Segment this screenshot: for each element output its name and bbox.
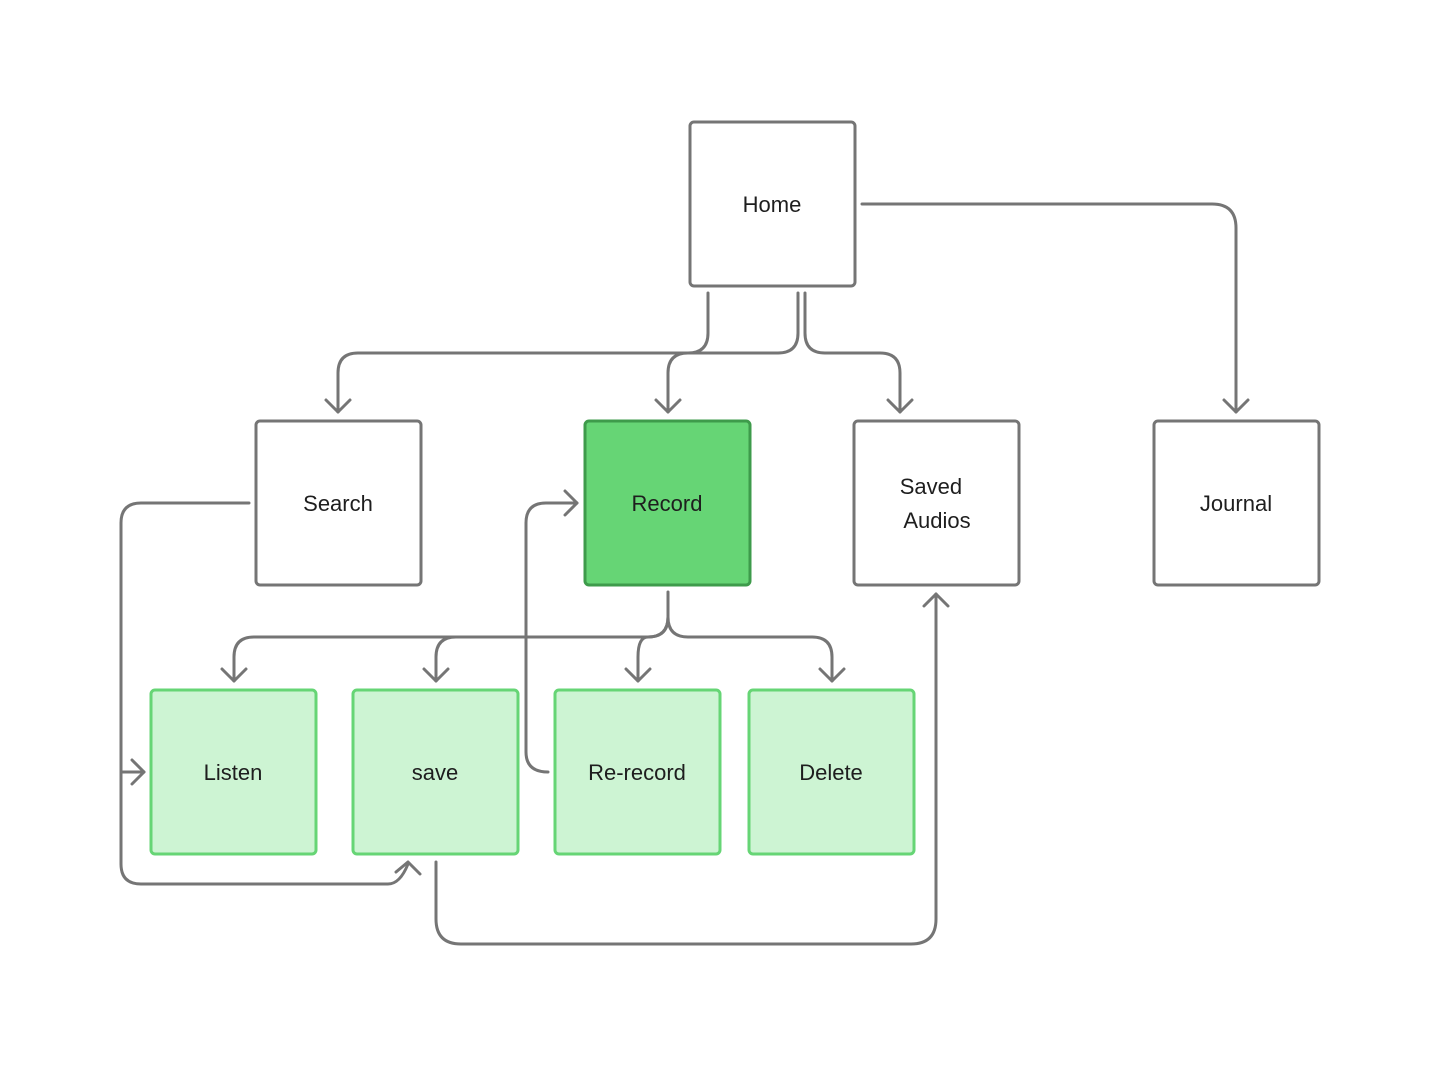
arrow-into-record-side [563,489,579,517]
node-home-box [688,120,857,288]
edge-search-listen [119,501,251,774]
node-home: Home [688,120,857,288]
node-saved-audios-label-line1: Saved [900,474,962,499]
node-save: save [351,688,520,856]
edge-home-record [666,291,800,414]
edge-home-search [336,291,710,414]
arrow-into-saved-audios-bottom [922,592,950,608]
node-search-box [254,419,423,587]
arrow-into-delete [818,667,846,683]
node-journal: Journal [1152,419,1321,587]
node-delete: Delete [747,688,916,856]
edge-record-rerecord [636,615,670,683]
arrow-into-rerecord [624,667,652,683]
node-listen: Listen [149,688,318,856]
node-save-box [351,688,520,856]
edge-record-delete [666,615,834,683]
node-delete-label: Delete [799,760,863,785]
edge-home-journal [860,202,1238,414]
node-rerecord-label: Re-record [588,760,686,785]
arrow-into-listen-side [130,758,146,786]
edge-search-save [119,770,410,886]
arrow-into-search [324,398,352,414]
edge-home-saved-audios [803,291,902,414]
node-saved-audios-label-line2: Audios [903,508,970,533]
node-search-label: Search [303,491,373,516]
node-delete-box [747,688,916,856]
node-record-box [583,419,752,587]
node-record-label: Record [632,491,703,516]
node-rerecord-box [553,688,722,856]
node-home-label: Home [743,192,802,217]
connectors [119,202,1250,946]
node-saved-audios-label: Saved Audios [900,474,971,533]
node-record: Record [583,419,752,587]
arrow-into-save [422,667,450,683]
node-journal-label: Journal [1200,491,1272,516]
node-saved-audios-box [852,419,1021,587]
node-listen-label: Listen [204,760,263,785]
arrow-into-record [654,398,682,414]
node-journal-box [1152,419,1321,587]
edge-rerecord-record [524,501,579,774]
node-saved-audios: Saved Audios [852,419,1021,587]
arrow-into-save-bottom [394,860,422,876]
arrow-into-journal [1222,398,1250,414]
node-rerecord: Re-record [553,688,722,856]
arrow-into-listen [220,667,248,683]
node-listen-box [149,688,318,856]
edge-record-save [434,635,458,683]
node-search: Search [254,419,423,587]
node-save-label: save [412,760,458,785]
edge-save-saved-audios [434,592,938,946]
arrow-into-saved-audios [886,398,914,414]
